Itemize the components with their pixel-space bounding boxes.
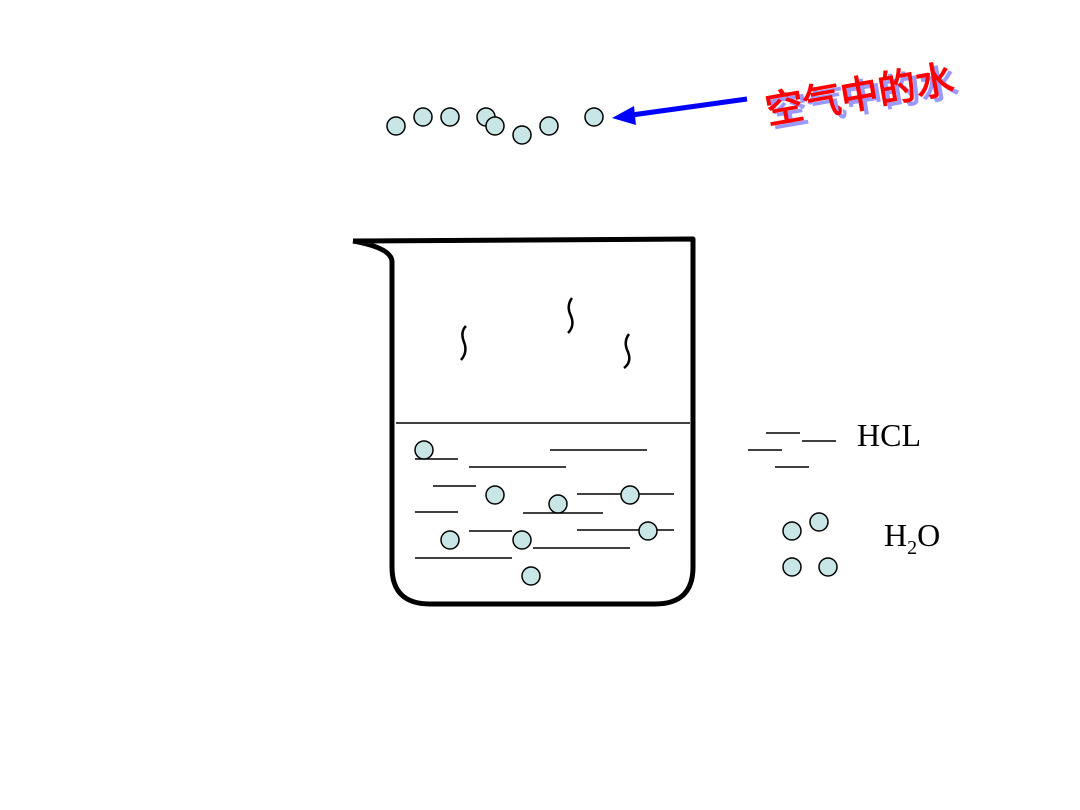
solution-water-molecule (440, 530, 460, 550)
vapor-squiggle (567, 297, 574, 334)
air-water-molecule (512, 125, 532, 145)
air-water-molecule (440, 107, 460, 127)
legend-h2o-subscript: 2 (907, 537, 917, 559)
solution-water-molecule (521, 566, 541, 586)
annotation-label-text: 空气中的水 (762, 56, 958, 132)
solution-water-molecule (548, 494, 568, 514)
legend-hcl-symbol (748, 432, 836, 468)
vapor-squiggle (460, 325, 467, 361)
solution-water-molecule (512, 530, 532, 550)
air-water-molecule (539, 116, 559, 136)
legend-h2o-h: H (884, 517, 907, 553)
beaker-outline (352, 236, 696, 607)
air-water-molecule (485, 116, 505, 136)
vapor-squiggle (623, 333, 631, 369)
blue-arrow-icon (612, 96, 748, 125)
solution-water-molecule (414, 440, 434, 460)
hcl-dashes (415, 449, 674, 559)
legend-hcl-label: HCL (857, 417, 921, 453)
vapor-squiggles (460, 297, 631, 369)
air-water-molecules (386, 107, 604, 145)
solution-water-molecule (638, 521, 658, 541)
annotation-label: 空气中的水 空气中的水 (762, 56, 962, 136)
solution-water-molecules (414, 440, 658, 586)
legend-h2o-o: O (917, 517, 940, 553)
air-water-molecule (386, 116, 406, 136)
solution-water-molecule (485, 485, 505, 505)
air-water-molecule (584, 107, 604, 127)
legend-h2o-label: H2O (884, 517, 940, 559)
air-water-molecule (413, 107, 433, 127)
legend-h2o-symbol (782, 512, 838, 577)
solution-water-molecule (620, 485, 640, 505)
